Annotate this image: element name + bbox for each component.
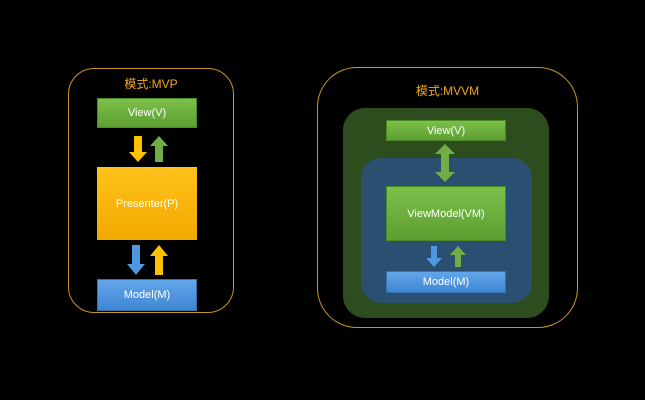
mvvm-title: 模式:MVVM — [415, 84, 480, 98]
mvvm-view-viewmodel-double-arrow-icon — [435, 144, 455, 182]
mvvm-viewmodel-box: ViewModel(VM) — [386, 186, 506, 241]
mvvm-viewmodel-to-model-arrow-icon — [426, 246, 442, 267]
mvvm-viewmodel-label: ViewModel(VM) — [407, 207, 485, 220]
mvp-presenter-to-model-arrow-icon — [127, 245, 145, 275]
mvvm-view-label: View(V) — [426, 124, 466, 137]
mvp-view-box: View(V) — [97, 98, 197, 128]
mvp-presenter-to-view-arrow-icon — [150, 136, 168, 162]
mvp-presenter-label: Presenter(P) — [115, 197, 179, 210]
mvvm-view-box: View(V) — [386, 120, 506, 141]
mvp-model-to-presenter-arrow-icon — [150, 245, 168, 275]
mvp-title: 模式:MVP — [124, 77, 178, 91]
mvvm-frame — [317, 67, 578, 328]
mvp-view-to-presenter-arrow-icon — [129, 136, 147, 162]
mvp-frame — [68, 68, 234, 313]
mvp-model-box: Model(M) — [97, 279, 197, 311]
mvvm-model-to-viewmodel-arrow-icon — [450, 246, 466, 267]
mvvm-model-label: Model(M) — [422, 276, 470, 288]
mvvm-model-box: Model(M) — [386, 271, 506, 293]
mvp-view-label: View(V) — [127, 107, 167, 119]
mvp-model-label: Model(M) — [123, 289, 171, 301]
mvp-presenter-box: Presenter(P) — [97, 167, 197, 240]
